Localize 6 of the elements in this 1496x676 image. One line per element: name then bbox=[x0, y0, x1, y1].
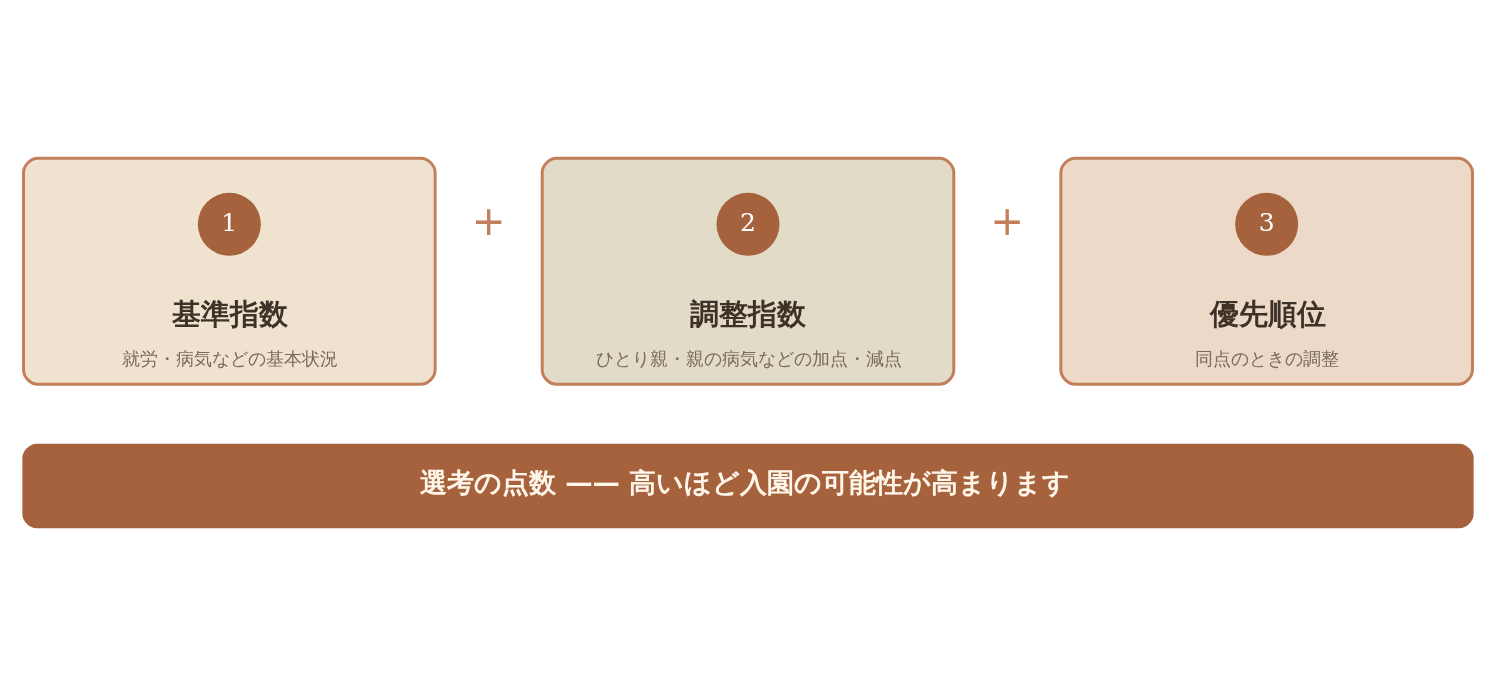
label: + bbox=[990, 196, 1025, 245]
node-circle: 2 bbox=[716, 192, 780, 256]
node-circle: 3 bbox=[1235, 192, 1299, 256]
node-circle: 1 bbox=[197, 192, 261, 256]
label: + bbox=[471, 196, 506, 245]
node-box: 選考の点数 —— 高いほど入園の可能性が高まります bbox=[22, 443, 1474, 528]
